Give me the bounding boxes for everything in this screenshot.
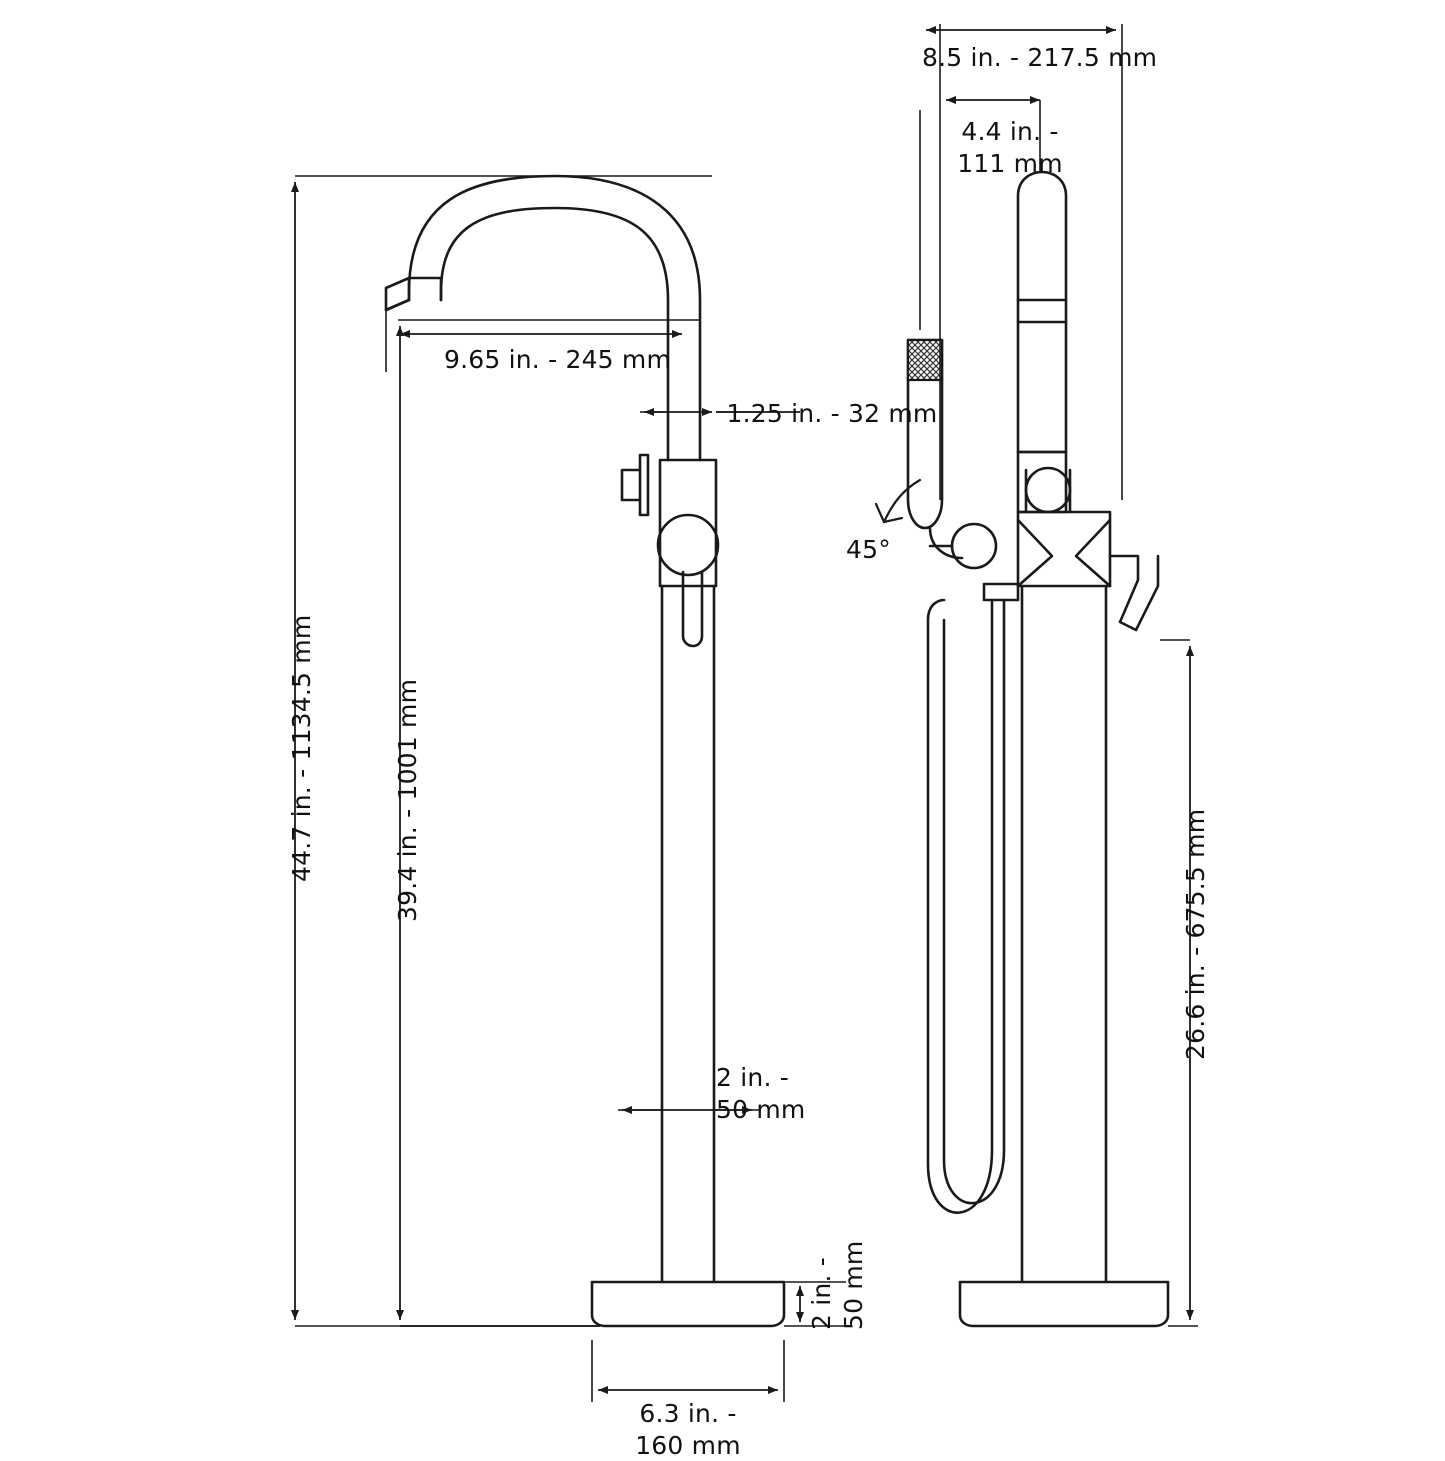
side-view-geometry [874,170,1170,1328]
dim-reach-label: 9.65 in. - 245 mm [444,345,672,374]
dim-spout-diameter-label: 1.25 in. - 32 mm [722,398,942,429]
dim-overall-height-label: 44.7 in. - 1134.5 mm [287,614,316,882]
dim-base-width-line1: 6.3 in. - [639,1399,737,1428]
dim-base-height-line2: 50 mm [839,1240,868,1330]
dim-handshower-offset-line1: 4.4 in. - [961,117,1059,146]
handshower-grip [906,338,944,382]
dim-riser-diameter-line2: 50 mm [716,1095,806,1124]
dimension-lines [291,26,1194,1394]
swivel-angle-label: 45° [846,535,891,564]
front-view-geometry [384,174,786,1328]
dim-base-width-line2: 160 mm [635,1431,741,1460]
dim-handle-height-label: 26.6 in. - 675.5 mm [1181,808,1210,1060]
dim-riser-diameter-line1: 2 in. - [716,1063,789,1092]
dim-spout-diameter-line1: 1.25 in. - 32 mm [726,399,938,428]
dim-handshower-offset-line2: 111 mm [957,149,1063,178]
extension-lines [295,24,1198,1402]
dim-base-height-line1: 2 in. - [807,1257,836,1330]
dim-spout-height-label: 39.4 in. - 1001 mm [393,678,422,922]
dim-side-width-label: 8.5 in. - 217.5 mm [922,43,1158,72]
